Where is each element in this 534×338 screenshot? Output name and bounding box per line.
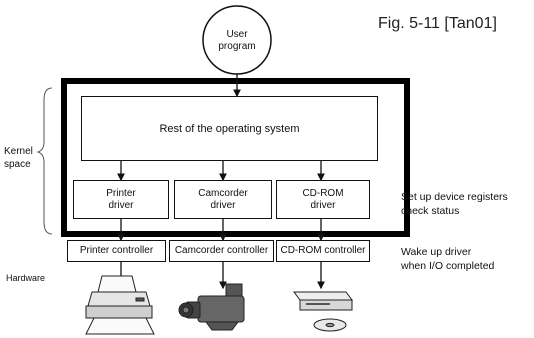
figure-caption: Fig. 5-11 [Tan01] bbox=[378, 15, 497, 32]
user-program-label: User program bbox=[218, 29, 256, 52]
cdrom-drive-icon bbox=[293, 291, 353, 332]
camcorder-driver-label: Camcorder driver bbox=[198, 187, 248, 211]
camcorder-controller-label: Camcorder controller bbox=[174, 245, 269, 256]
cdrom-controller-label: CD-ROM controller bbox=[280, 245, 366, 256]
camcorder-driver-box: Camcorder driver bbox=[174, 180, 272, 219]
driver-note: Set up device registers check status bbox=[401, 191, 508, 217]
kernel-space-brace bbox=[36, 87, 53, 235]
kernel-space-label: Kernel space bbox=[4, 146, 33, 170]
printer-driver-label: Printer driver bbox=[106, 187, 136, 211]
printer-controller-label: Printer controller bbox=[79, 245, 154, 256]
cdrom-driver-label: CD-ROM driver bbox=[302, 187, 344, 211]
kernel-space-border bbox=[61, 78, 410, 237]
hardware-label: Hardware bbox=[6, 273, 46, 283]
printer-icon bbox=[85, 275, 155, 335]
camcorder-icon bbox=[178, 283, 245, 331]
camcorder-controller-box: Camcorder controller bbox=[169, 240, 274, 262]
controller-note: Wake up driver when I/O completed bbox=[401, 246, 495, 272]
rest-of-os-label: Rest of the operating system bbox=[159, 122, 300, 135]
cdrom-driver-box: CD-ROM driver bbox=[276, 180, 370, 219]
cdrom-controller-box: CD-ROM controller bbox=[276, 240, 370, 262]
printer-driver-box: Printer driver bbox=[73, 180, 169, 219]
printer-controller-box: Printer controller bbox=[67, 240, 166, 262]
rest-of-os-box: Rest of the operating system bbox=[81, 96, 378, 161]
